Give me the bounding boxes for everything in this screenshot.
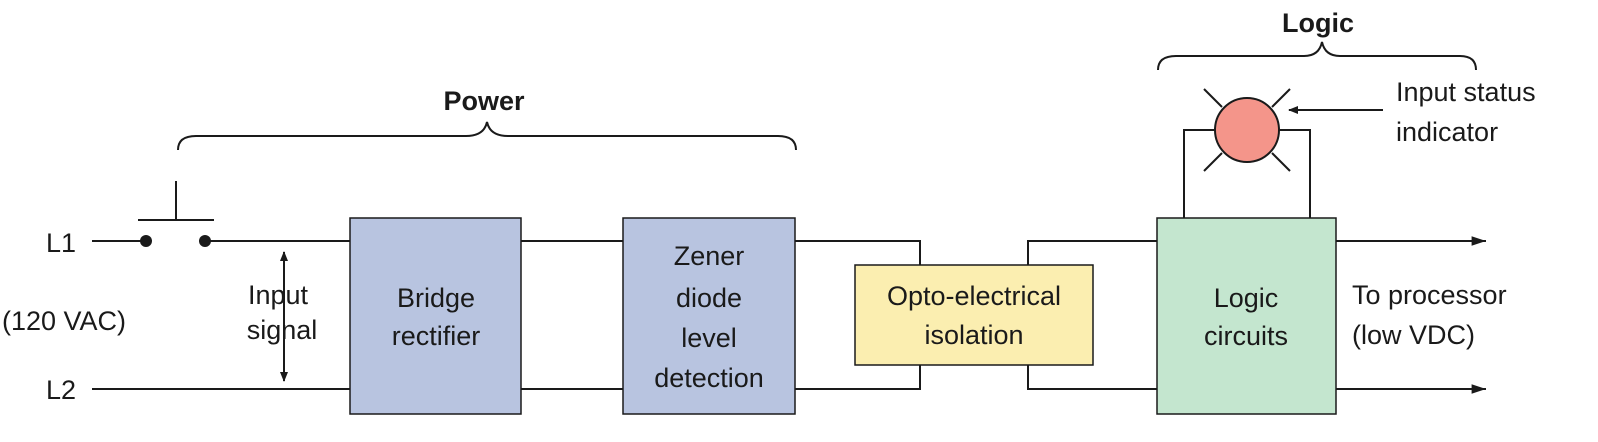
input-signal-label-line2: signal — [247, 315, 318, 345]
zener-label-line1: Zener — [674, 241, 745, 271]
power-section-title: Power — [443, 86, 525, 116]
logic-circuits-block: Logic circuits — [1156, 217, 1337, 415]
supply-voltage-label: (120 VAC) — [2, 306, 126, 336]
bridge-rectifier-box — [349, 217, 522, 415]
opto-isolation-box — [854, 264, 1094, 366]
input-status-lamp-icon — [1203, 88, 1291, 172]
indicator-label-line2: indicator — [1396, 117, 1498, 147]
wire-zener-opto-top — [795, 240, 921, 265]
bridge-rectifier-label-line1: Bridge — [397, 283, 475, 313]
terminal-l2-label: L2 — [46, 375, 76, 405]
indicator-label-line1: Input status — [1396, 77, 1536, 107]
zener-detection-box — [622, 217, 796, 415]
logic-section-title: Logic — [1282, 8, 1354, 38]
logic-brace — [1157, 41, 1477, 71]
output-label-line1: To processor — [1352, 280, 1507, 310]
output-label-line2: (low VDC) — [1352, 320, 1475, 350]
zener-label-line2: diode — [676, 283, 742, 313]
wire-zener-opto-bottom — [795, 365, 921, 390]
logic-circuits-label-line1: Logic — [1214, 283, 1279, 313]
input-signal-label-line1: Input — [248, 280, 309, 310]
lamp-wire-left — [1183, 129, 1215, 218]
wire-opto-logic-top — [1027, 240, 1157, 265]
opto-label-line1: Opto-electrical — [887, 281, 1061, 311]
opto-label-line2: isolation — [924, 320, 1023, 350]
lamp-wire-right — [1279, 129, 1311, 218]
terminal-l1-label: L1 — [46, 228, 76, 258]
wire-opto-logic-bottom — [1027, 365, 1157, 390]
logic-circuits-box — [1156, 217, 1337, 415]
pushbutton-switch-icon — [138, 181, 214, 247]
lamp-bulb — [1214, 97, 1280, 163]
power-brace — [177, 121, 797, 151]
logic-circuits-label-line2: circuits — [1204, 321, 1288, 351]
bridge-rectifier-block: Bridge rectifier — [349, 217, 522, 415]
bridge-rectifier-label-line2: rectifier — [392, 321, 481, 351]
zener-label-line3: level — [681, 323, 737, 353]
zener-detection-block: Zener diode level detection — [622, 217, 796, 415]
zener-label-line4: detection — [654, 363, 764, 393]
opto-isolation-block: Opto-electrical isolation — [854, 264, 1094, 366]
